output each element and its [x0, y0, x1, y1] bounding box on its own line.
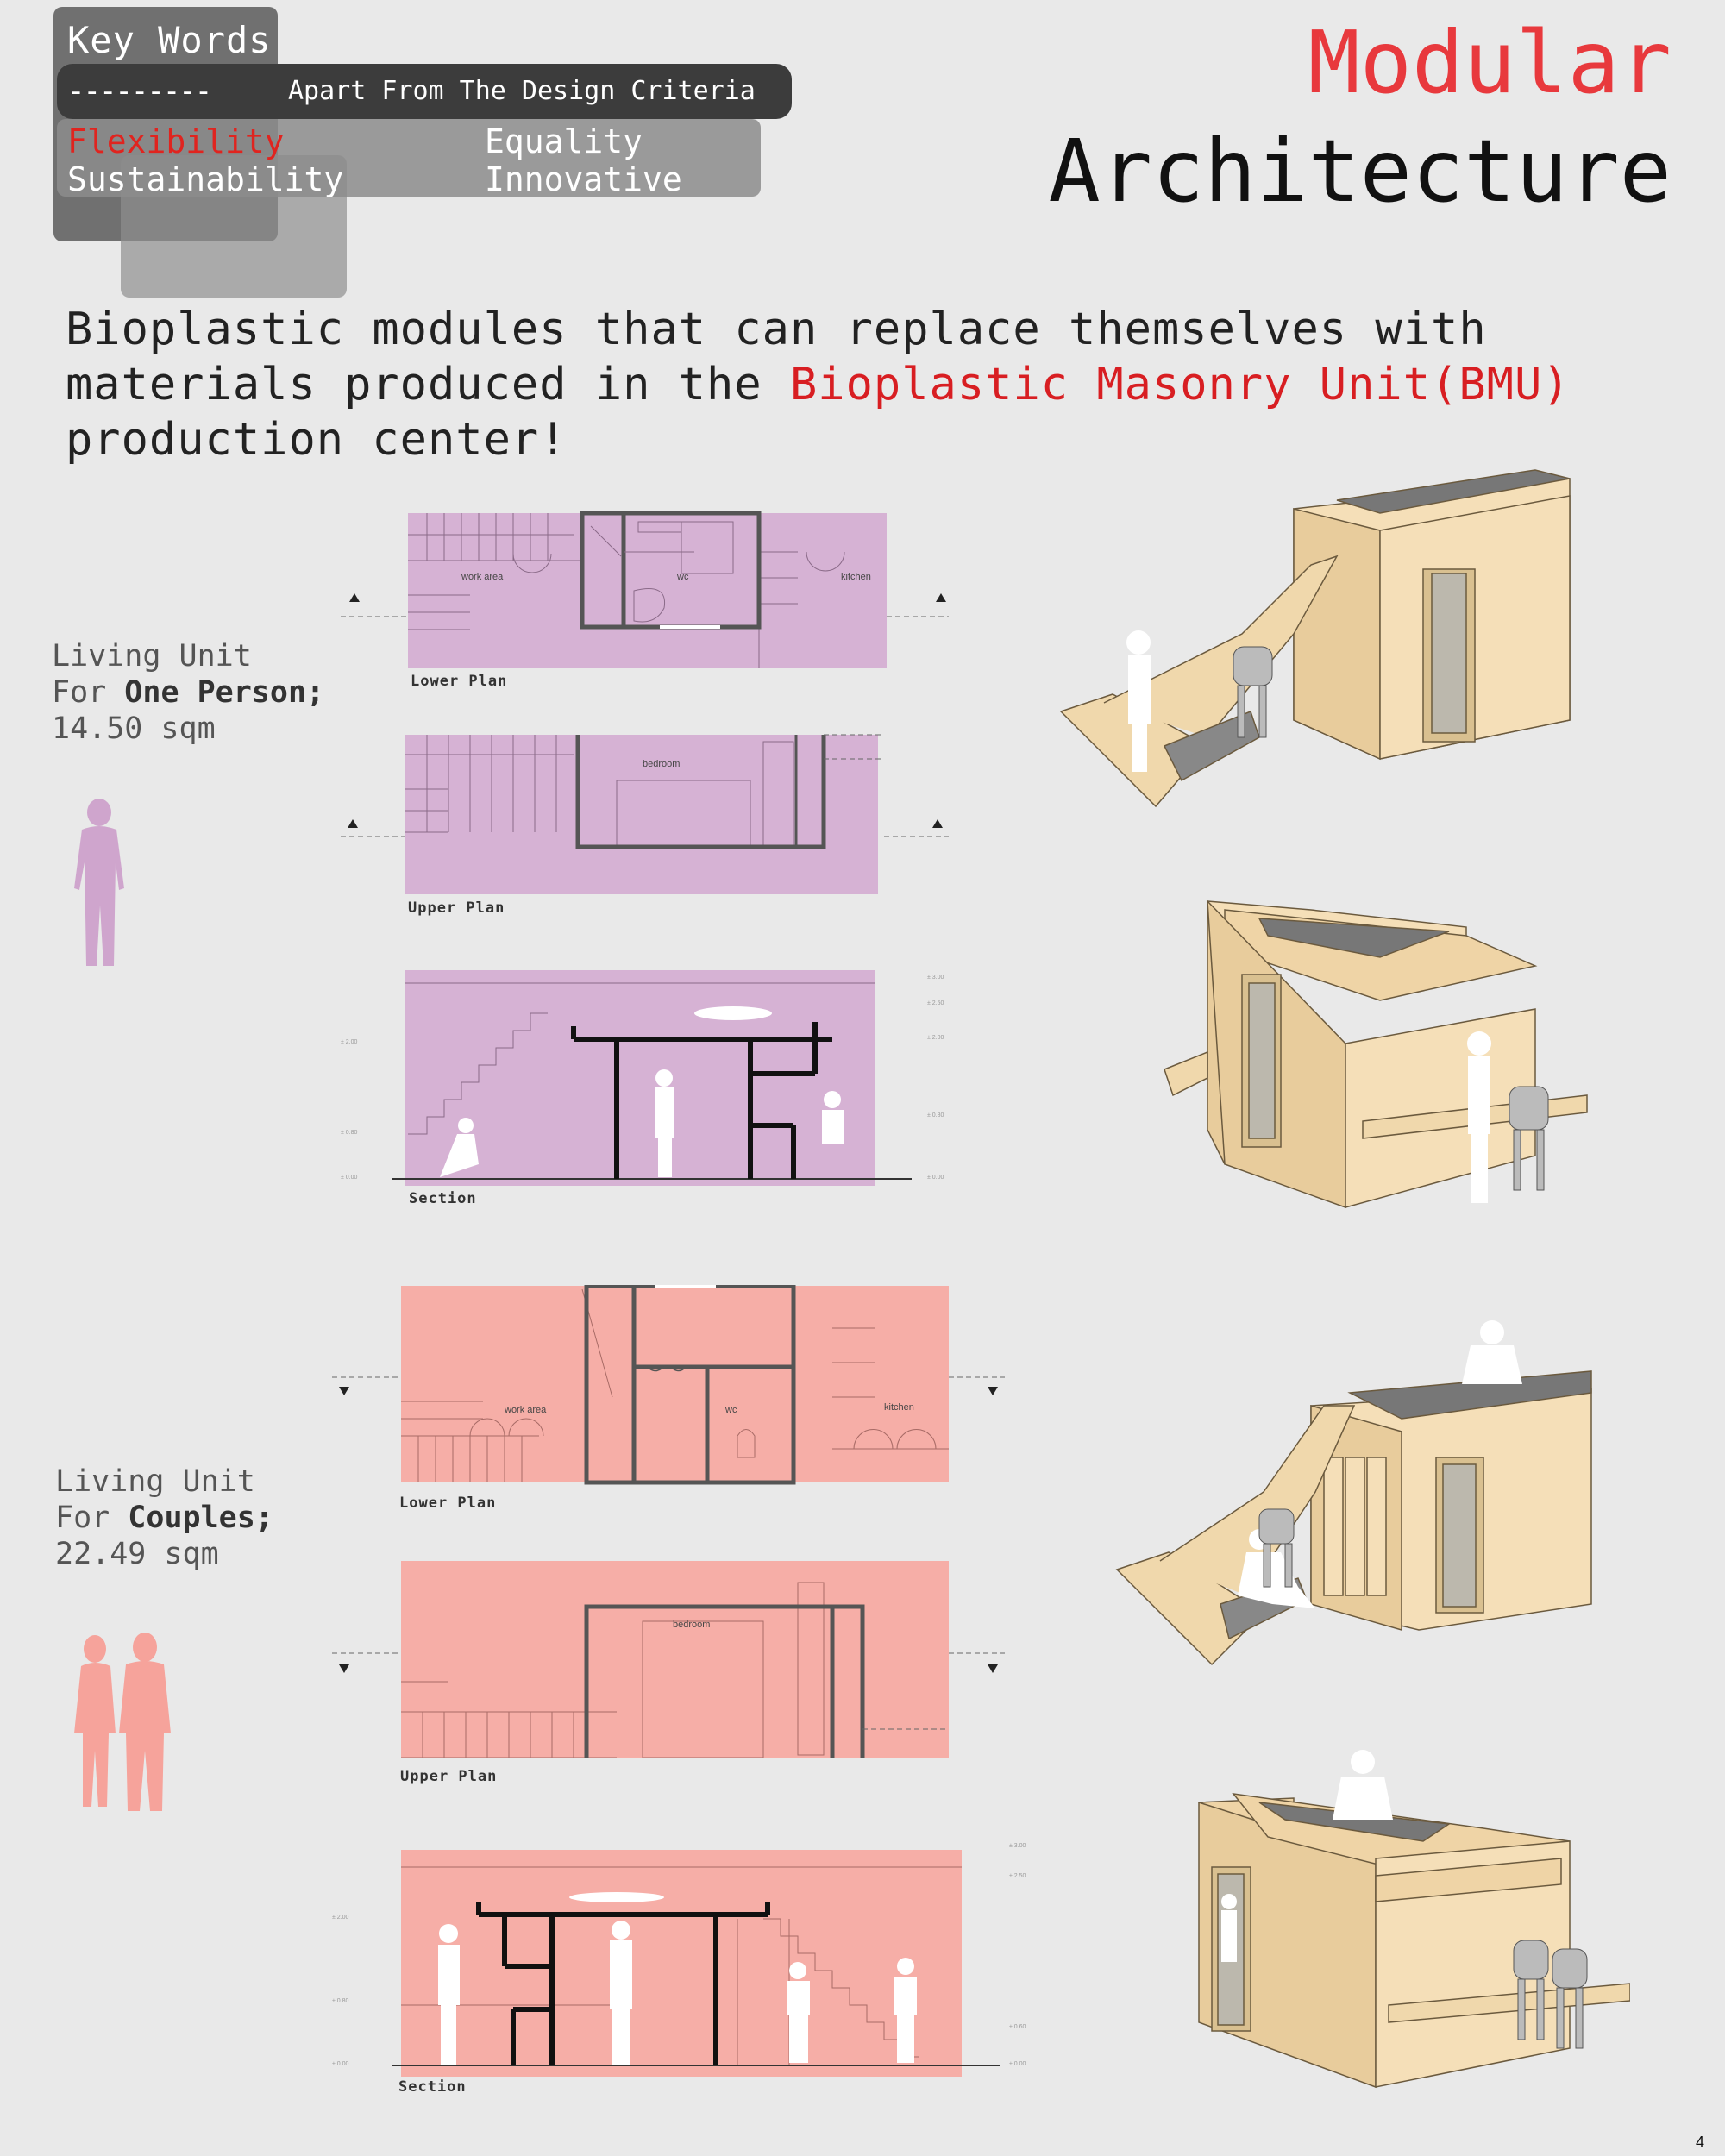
unit-one-section: ± 3.00 ± 2.50 ± 2.00 ± 0.80 ± 0.00 ± 2.00 ± …: [341, 970, 944, 1186]
unit-couples-line2-prefix: For: [55, 1501, 129, 1535]
unit-couples-upper-plan: bedroom: [332, 1561, 1005, 1758]
unit-couples-lower-plan-caption: Lower Plan: [399, 1495, 497, 1512]
keywords-subtitle: Apart From The Design Criteria: [288, 76, 756, 106]
couple-silhouette: [74, 1633, 171, 1811]
svg-text:± 0.00: ± 0.00: [341, 1175, 358, 1181]
keywords-title: Key Words: [67, 19, 272, 61]
room-label-bedroom: bedroom: [643, 759, 680, 769]
single-person-silhouette: [74, 799, 124, 966]
keyword-sustainability: Sustainability: [67, 160, 344, 198]
unit-one-line2-prefix: For: [52, 675, 125, 710]
intro-part1: Bioplastic modules that can replace them…: [66, 304, 1487, 411]
room-label-work: work area: [461, 572, 504, 582]
room-label-wc: wc: [676, 572, 689, 582]
unit-one-line2-bold: One Person;: [124, 675, 325, 710]
unit-one-line2: For One Person;: [52, 674, 324, 711]
svg-text:± 0.80: ± 0.80: [332, 1998, 349, 2004]
svg-text:± 0.00: ± 0.00: [927, 1175, 944, 1181]
intro-text: Bioplastic modules that can replace them…: [66, 302, 1704, 467]
keyword-innovative: Innovative: [485, 160, 682, 198]
unit-couples-line2-bold: Couples;: [128, 1501, 273, 1535]
unit-one-section-caption: Section: [409, 1190, 477, 1207]
unit-couples-line1: Living Unit: [55, 1464, 255, 1499]
svg-text:± 2.00: ± 2.00: [332, 1915, 349, 1921]
room-label-bedroom-couples: bedroom: [673, 1620, 710, 1630]
unit-couples-isometric-view-2: [1197, 1750, 1630, 2089]
intro-part2: production center!: [66, 414, 568, 466]
svg-text:± 0.80: ± 0.80: [927, 1112, 944, 1119]
keywords-list-bg: [57, 119, 761, 197]
room-label-kitchen-couples: kitchen: [884, 1402, 914, 1413]
unit-one-upper-plan-caption: Upper Plan: [408, 899, 505, 917]
keywords-subtitle-bar: [57, 64, 792, 119]
unit-couples-upper-plan-caption: Upper Plan: [400, 1768, 498, 1785]
keyword-equality: Equality: [485, 122, 643, 160]
unit-one-lower-plan-caption: Lower Plan: [411, 673, 508, 690]
svg-text:± 2.00: ± 2.00: [341, 1039, 358, 1045]
unit-couples-isometric-view-1: [1115, 1320, 1592, 1666]
svg-text:± 2.00: ± 2.00: [927, 1035, 944, 1041]
svg-text:± 0.60: ± 0.60: [1009, 2024, 1026, 2030]
unit-one-lower-plan: work area wc kitchen: [341, 511, 949, 668]
unit-one-label: Living Unit For One Person; 14.50 sqm: [52, 638, 324, 747]
unit-couples-lower-plan: work area wc kitchen: [332, 1285, 1005, 1485]
room-label-wc-couples: wc: [724, 1405, 737, 1415]
svg-text:± 0.80: ± 0.80: [341, 1130, 358, 1136]
unit-one-area: 14.50 sqm: [52, 711, 216, 746]
unit-one-upper-plan: bedroom: [341, 734, 949, 894]
unit-couples-area: 22.49 sqm: [55, 1537, 219, 1571]
svg-text:± 2.50: ± 2.50: [927, 1000, 944, 1006]
svg-text:± 2.50: ± 2.50: [1009, 1873, 1026, 1879]
unit-couples-line2: For Couples;: [55, 1500, 273, 1536]
svg-text:± 0.00: ± 0.00: [332, 2061, 349, 2067]
keyword-flexibility: Flexibility: [67, 122, 285, 160]
unit-one-isometric-view-1: [1059, 469, 1571, 808]
unit-one-isometric-view-2: [1164, 899, 1588, 1209]
unit-couples-section-caption: Section: [398, 2078, 467, 2096]
unit-couples-section: ± 3.00 ± 2.50 ± 0.60 ± 0.00 ± 2.00 ± 0.80 ± 0…: [332, 1843, 1026, 2077]
title-architecture: Architecture: [1048, 121, 1672, 222]
svg-text:± 3.00: ± 3.00: [927, 975, 944, 981]
keywords-dashes: ---------: [67, 74, 212, 109]
intro-highlight: Bioplastic Masonry Unit(BMU): [789, 359, 1571, 411]
room-label-kitchen: kitchen: [841, 572, 871, 582]
svg-text:± 3.00: ± 3.00: [1009, 1843, 1026, 1849]
unit-couples-label: Living Unit For Couples; 22.49 sqm: [55, 1463, 273, 1572]
unit-one-line1: Living Unit: [52, 639, 252, 674]
title-modular: Modular: [1308, 12, 1672, 113]
room-label-work-couples: work area: [504, 1405, 547, 1415]
svg-text:± 0.00: ± 0.00: [1009, 2061, 1026, 2067]
page-number: 4: [1696, 2134, 1705, 2151]
